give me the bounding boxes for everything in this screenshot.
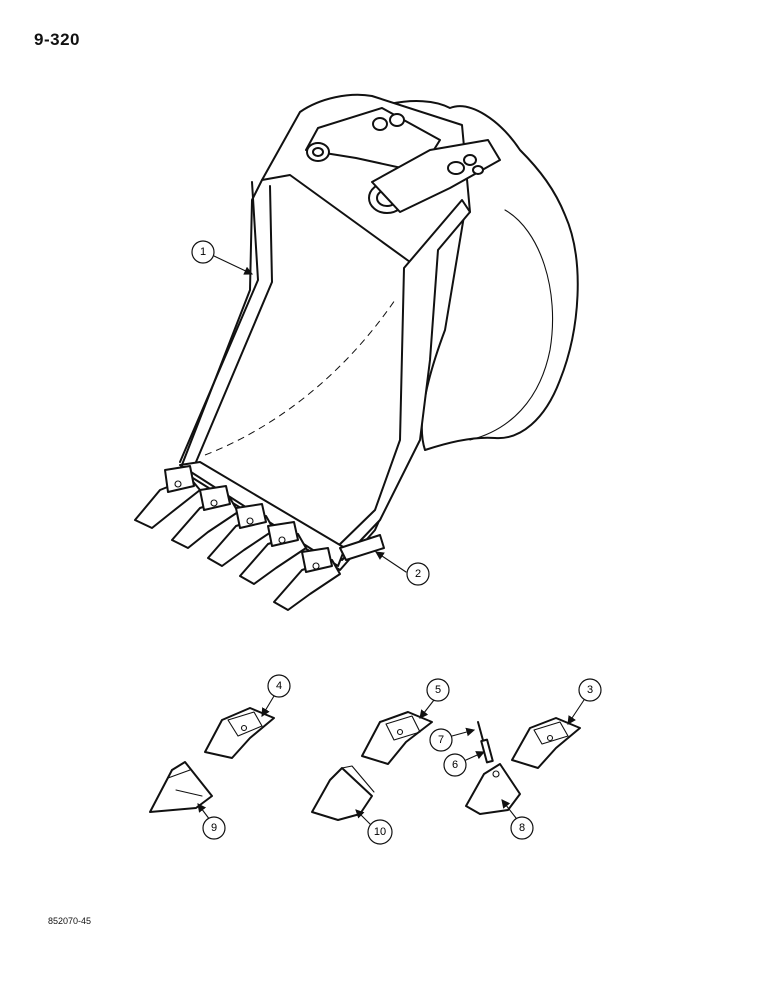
callout-3: 3 xyxy=(567,678,602,725)
svg-text:4: 4 xyxy=(276,680,282,692)
svg-text:10: 10 xyxy=(374,826,386,838)
svg-text:8: 8 xyxy=(519,822,525,834)
side-cutter xyxy=(339,534,385,561)
callout-7: 7 xyxy=(429,727,476,752)
svg-text:3: 3 xyxy=(587,684,593,696)
part-lock-6 xyxy=(480,738,494,764)
mounting-bracket xyxy=(305,107,501,214)
figure-code: 852070-45 xyxy=(48,916,92,926)
part-adapter-4 xyxy=(204,707,275,759)
callout-4: 4 xyxy=(261,674,291,717)
part-tooth-8 xyxy=(465,763,521,815)
bucket-teeth-row xyxy=(134,465,341,611)
svg-text:1: 1 xyxy=(200,246,206,258)
callout-5: 5 xyxy=(419,678,450,719)
callout-8: 8 xyxy=(501,799,534,840)
callout-2: 2 xyxy=(375,551,430,586)
svg-text:7: 7 xyxy=(438,734,444,746)
svg-text:9: 9 xyxy=(211,822,217,834)
part-tooth-10 xyxy=(311,765,375,821)
part-adapter-3 xyxy=(511,717,581,769)
part-adapter-5 xyxy=(361,711,433,765)
svg-text:2: 2 xyxy=(415,568,421,580)
page-number: 9-320 xyxy=(34,30,80,49)
callout-10: 10 xyxy=(355,809,393,845)
svg-text:5: 5 xyxy=(435,684,441,696)
callout-9: 9 xyxy=(197,803,226,840)
bucket-illustration xyxy=(134,93,579,611)
callout-6: 6 xyxy=(443,751,486,777)
svg-text:6: 6 xyxy=(452,759,458,771)
callout-1: 1 xyxy=(191,240,253,275)
part-tooth-9 xyxy=(149,761,213,813)
